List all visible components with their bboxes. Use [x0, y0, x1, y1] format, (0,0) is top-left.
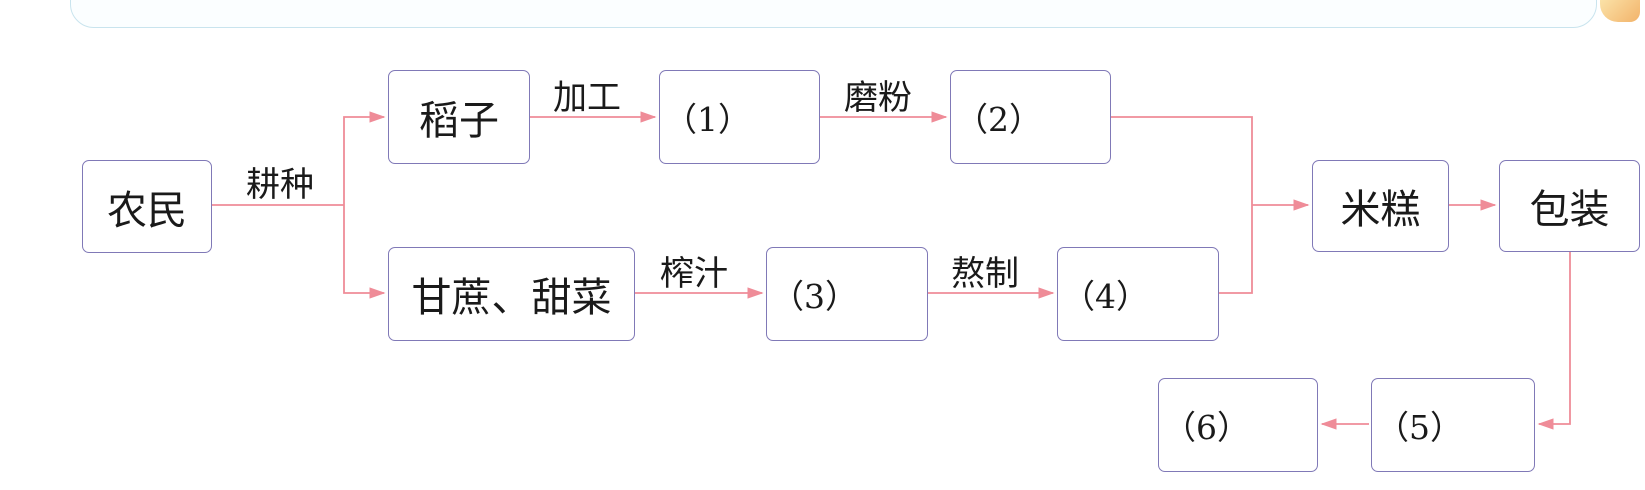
- edge-label-boil: 熬制: [951, 254, 1019, 294]
- edge-blank2-merge: [1111, 116, 1253, 205]
- node-blank-1: （1）: [659, 70, 820, 164]
- node-sugarcane-beet: 甘蔗、甜菜: [388, 247, 635, 341]
- node-blank-4: （4）: [1057, 247, 1219, 341]
- edge-branch-sugarcane: [343, 205, 386, 299]
- edge-label-process: 加工: [553, 78, 621, 118]
- edge-branch-rice: [343, 111, 386, 205]
- edge-label-press-juice: 榨汁: [660, 254, 728, 294]
- node-rice-cake: 米糕: [1312, 160, 1449, 252]
- edge-label-grind: 磨粉: [844, 78, 912, 118]
- node-blank-2: （2）: [950, 70, 1111, 164]
- edge-packaging-blank5: [1537, 252, 1571, 430]
- node-blank-6: （6）: [1158, 378, 1318, 472]
- corner-ornament: [1600, 0, 1640, 22]
- top-decorative-band: [70, 0, 1597, 28]
- node-rice: 稻子: [388, 70, 530, 164]
- edge-label-cultivate: 耕种: [246, 165, 314, 205]
- edge-blank4-merge: [1219, 205, 1253, 294]
- node-packaging: 包装: [1499, 160, 1640, 252]
- node-blank-5: （5）: [1371, 378, 1535, 472]
- node-blank-3: （3）: [766, 247, 928, 341]
- node-farmer: 农民: [82, 160, 212, 253]
